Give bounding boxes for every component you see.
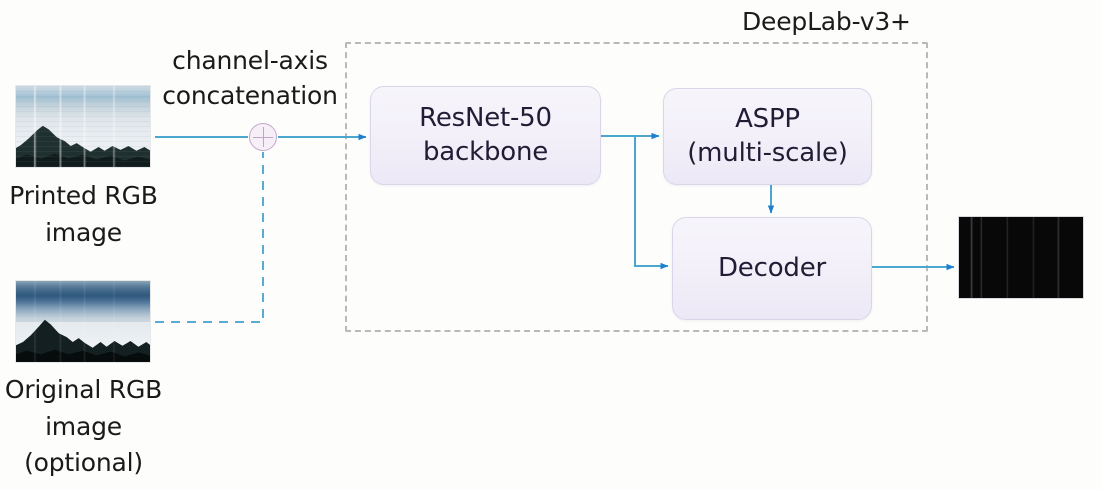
wire-original-to-concat [155, 152, 264, 323]
diagram-title: DeepLab-v3+ [742, 7, 911, 36]
original-image-caption: Original RGB image (optional) [4, 375, 163, 477]
print-streak-artifacts [16, 281, 150, 362]
printed-image-caption: Printed RGB image [9, 181, 158, 247]
original-rgb-image-thumbnail [15, 280, 151, 363]
output-streak-bands [959, 217, 1083, 298]
module-resnet-backbone[interactable]: ResNet-50 backbone [370, 86, 601, 185]
circle-plus-icon [249, 123, 277, 151]
module-aspp[interactable]: ASPP (multi-scale) [663, 88, 872, 185]
mountain-ridge [16, 312, 150, 362]
deeplab-boundary-box [345, 42, 928, 332]
print-streak-artifacts [16, 86, 150, 167]
printed-rgb-image-thumbnail [15, 85, 151, 168]
concatenation-label: channel-axis concatenation [162, 46, 338, 110]
module-decoder[interactable]: Decoder [672, 217, 872, 320]
segmentation-output-thumbnail [958, 216, 1084, 299]
